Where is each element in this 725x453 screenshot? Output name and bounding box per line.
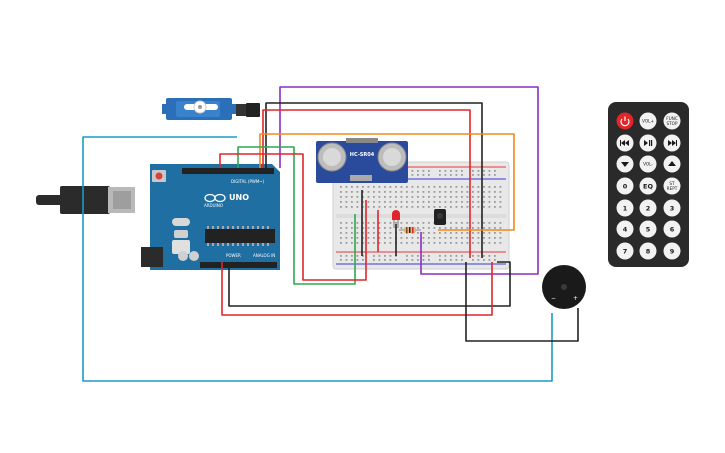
buzzer-plus-mark: + — [573, 295, 578, 302]
remote-button-label: 6 — [670, 225, 675, 233]
remote-button-eq[interactable]: EQ — [639, 177, 657, 195]
play-pause-icon — [644, 140, 653, 146]
remote-button-label: 9 — [670, 247, 675, 255]
remote-button-1[interactable]: 1 — [616, 199, 634, 217]
remote-button-label: ST — [669, 181, 675, 186]
remote-fast-forward-button[interactable] — [663, 134, 681, 152]
arduino-logo — [204, 193, 226, 203]
servo-horn — [184, 100, 218, 114]
wire-red-top — [262, 109, 471, 258]
digital-header-label: DIGITAL (PWM~) — [231, 179, 265, 184]
hc-sr04-sensor[interactable]: HC-SR04 — [316, 138, 408, 183]
remote-button-label: STOP — [666, 121, 678, 126]
ir-receiver[interactable] — [434, 209, 446, 225]
piezo-buzzer[interactable]: − + — [542, 265, 586, 309]
remote-button-label: EQ — [643, 182, 653, 190]
remote-button-9[interactable]: 9 — [663, 242, 681, 260]
buzzer-minus-mark: − — [551, 295, 556, 302]
wire-red-bottom — [221, 262, 493, 316]
wires[interactable] — [82, 86, 579, 382]
sonar-transducer-right — [377, 142, 407, 172]
remote-button-label: 2 — [646, 204, 651, 212]
down-arrow-icon — [621, 162, 629, 167]
remote-button-label: FUNC — [666, 116, 678, 121]
remote-button-label: 4 — [623, 225, 628, 233]
wire-red-sonar — [219, 153, 367, 281]
remote-button-label: 1 — [623, 204, 628, 212]
resistor[interactable] — [399, 227, 421, 233]
remote-rewind-button[interactable] — [616, 134, 634, 152]
remote-button-label: 5 — [646, 225, 651, 233]
wire-purple — [279, 86, 539, 275]
servo-motor[interactable] — [162, 98, 260, 120]
remote-button-4[interactable]: 4 — [616, 220, 634, 238]
arduino-model-label: UNO — [229, 193, 249, 202]
remote-button-label: VOL- — [643, 162, 653, 167]
remote-button-vol-[interactable]: VOL- — [639, 155, 657, 173]
wire-black-buzzer — [465, 262, 579, 342]
red-led[interactable] — [392, 210, 400, 228]
wire-green — [237, 146, 356, 285]
remote-up-arrow-button[interactable] — [663, 155, 681, 173]
wire-black-bottom — [228, 261, 511, 307]
remote-button-label: 8 — [646, 247, 651, 255]
remote-button-3[interactable]: 3 — [663, 199, 681, 217]
power-icon — [620, 116, 630, 127]
usb-cable — [36, 186, 135, 214]
fast-forward-icon — [668, 140, 677, 146]
remote-button-label: 3 — [670, 204, 675, 212]
sonar-transducer-left — [317, 142, 347, 172]
analog-header-label: ANALOG IN — [253, 253, 275, 258]
remote-button-vol-[interactable]: VOL+ — [639, 112, 657, 130]
remote-play-pause-button[interactable] — [639, 134, 657, 152]
remote-button-0[interactable]: 0 — [616, 177, 634, 195]
power-header-label: POWER — [226, 253, 241, 258]
sonar-model-label: HC-SR04 — [350, 152, 375, 158]
remote-button-7[interactable]: 7 — [616, 242, 634, 260]
arduino-uno[interactable]: UNO ARDUINO DIGITAL (PWM~) POWER ANALOG … — [36, 164, 280, 270]
remote-button-label: VOL+ — [642, 119, 654, 124]
wire-black-top — [265, 102, 483, 258]
remote-button-8[interactable]: 8 — [639, 242, 657, 260]
rewind-icon — [620, 140, 629, 146]
wire-blue — [82, 136, 553, 382]
remote-button-label: 0 — [623, 182, 628, 190]
remote-down-arrow-button[interactable] — [616, 155, 634, 173]
remote-button-5[interactable]: 5 — [639, 220, 657, 238]
remote-button-2[interactable]: 2 — [639, 199, 657, 217]
remote-button-6[interactable]: 6 — [663, 220, 681, 238]
breadboard[interactable] — [332, 161, 510, 270]
remote-button-label: 7 — [623, 247, 628, 255]
wire-orange — [259, 133, 515, 231]
up-arrow-icon — [668, 161, 676, 166]
arduino-brand-label: ARDUINO — [204, 203, 223, 208]
breadboard-holes — [340, 170, 502, 261]
remote-power-button[interactable] — [616, 112, 634, 130]
remote-button-label: REPT — [667, 186, 678, 191]
